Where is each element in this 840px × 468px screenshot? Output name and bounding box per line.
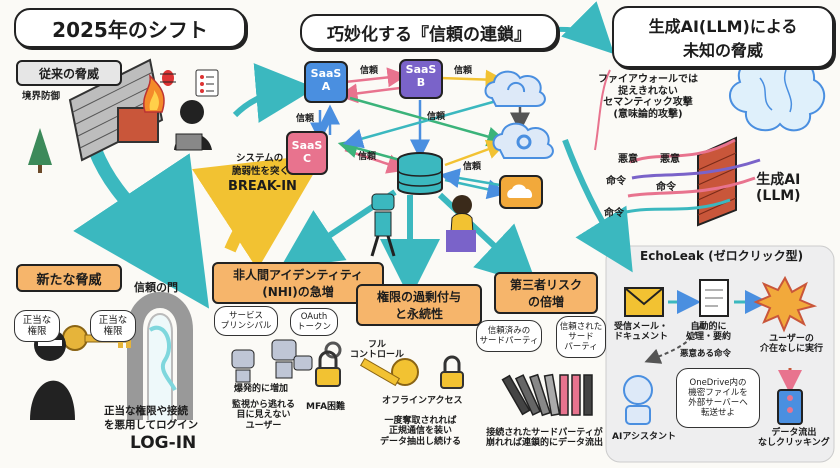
malicious-command-label: 悪意ある命令 xyxy=(680,349,732,359)
command-label-1: 命令 xyxy=(606,176,626,187)
nhi-title-line-1: 非人間アイデンティティ xyxy=(233,268,363,282)
hacker-laptop-icon xyxy=(174,100,212,151)
trust-label-4: 信頼 xyxy=(427,112,446,122)
trust-label-5: 信頼 xyxy=(358,152,377,162)
ai-assistant-label: AIアシスタント xyxy=(612,432,676,442)
domino-icon xyxy=(501,373,593,417)
echo-dashed-arrow xyxy=(644,325,701,364)
right-title-line-2: 未知の脅威 xyxy=(682,41,763,60)
saas-c-icon xyxy=(286,131,328,175)
log-in-label: LOG-IN xyxy=(130,433,197,453)
trust-label-6: 信頼 xyxy=(463,162,482,172)
gate-label: 信頼の門 xyxy=(134,281,178,294)
command-label-3: 命令 xyxy=(604,208,624,219)
document-icon xyxy=(699,279,729,317)
privilege-title-box: 権限の過剰付与 と永続性 xyxy=(356,284,482,326)
old-threat-badge: 従来の脅威 xyxy=(16,60,122,86)
woman-phone-icon xyxy=(446,195,476,252)
legit-auth-bubble-2: 正当な 権限 xyxy=(90,310,136,342)
invisible-user-label: 監視から逃れる 目に見えない ユーザー xyxy=(232,400,296,431)
envelope-icon xyxy=(624,287,664,317)
attack-line-1: システムの xyxy=(236,153,284,164)
mini-arrow xyxy=(594,69,611,151)
malicious-label-1: 悪意 xyxy=(618,154,638,165)
misuse-line-2: を悪用してログイン xyxy=(104,419,199,431)
tree-icon xyxy=(28,128,52,173)
server-icon xyxy=(777,389,803,425)
bug-icon xyxy=(160,70,176,86)
third-party-title-box: 第三者リスク の倍増 xyxy=(494,272,598,314)
legit-auth-bubble-1: 正当な 権限 xyxy=(14,310,60,342)
flow-arrow-to-echoleak xyxy=(562,138,633,273)
privilege-title-line-2: と永続性 xyxy=(394,307,443,321)
explosive-label: 爆発的に増加 xyxy=(234,384,289,394)
padlock-small-icon xyxy=(440,355,464,389)
cloud-gear-icon xyxy=(492,122,554,159)
flow-arrow-to-center xyxy=(232,63,316,123)
gear-icon xyxy=(324,341,342,359)
right-title: 生成AI(LLM)による 未知の脅威 xyxy=(612,6,834,68)
robot-figure-icon xyxy=(370,193,396,257)
trust-label-2: 信頼 xyxy=(454,66,473,76)
service-principal-bubble: サービス プリンシパル xyxy=(214,306,278,336)
malicious-arrows xyxy=(625,138,761,214)
fire-icon xyxy=(143,73,165,113)
oauth-token-bubble: OAuth トークン xyxy=(290,308,338,336)
left-title: 2025年のシフト xyxy=(14,8,246,48)
trusted-party-bubble: 信頼済みの サードパーティ xyxy=(476,320,542,352)
privilege-title-line-1: 権限の過剰付与 xyxy=(376,290,461,304)
flow-arrow-yellow xyxy=(191,153,326,270)
perimeter-label: 境界防御 xyxy=(22,91,61,102)
no-user-label: ユーザーの 介在なしに実行 xyxy=(760,334,824,355)
robot-icon xyxy=(231,339,313,383)
trusted-party-bubble-2: 信頼された サード パーティ xyxy=(556,316,606,358)
brain-icon xyxy=(729,56,825,132)
firewall-wall-icon xyxy=(697,136,737,227)
full-control-label: フル コントロール xyxy=(350,340,405,361)
cloud-orange-icon xyxy=(499,175,543,209)
third-party-title-line-2: の倍増 xyxy=(527,295,564,309)
mfa-label: MFA困難 xyxy=(306,402,346,412)
database-icon xyxy=(397,152,443,195)
right-title-line-1: 生成AI(LLM)による xyxy=(648,17,798,36)
auto-process-label: 自動的に 処理・要約 xyxy=(686,322,732,343)
saas-a-label: SaaS A xyxy=(310,67,342,93)
domino-note-label: 接続されたサードパーティが 崩れれば連鎖的にデータ流出 xyxy=(486,428,604,449)
data-leak-label: データ流出 なしクリッキング xyxy=(758,428,830,449)
saas-a-icon xyxy=(304,61,348,103)
cloud-sync-icon xyxy=(484,70,546,107)
email-doc-label: 受信メール・ ドキュメント xyxy=(614,322,669,343)
nhi-title-line-2: (NHI)の急増 xyxy=(262,285,334,299)
onedrive-bubble: OneDrive内の 機密ファイルを 外部サーバーへ 転送せよ xyxy=(676,368,760,428)
brick-wall-icon xyxy=(68,58,164,162)
trust-label-3: 信頼 xyxy=(296,114,315,124)
third-party-title-line-1: 第三者リスク xyxy=(509,278,582,292)
semantic-attack-label: ファイアウォールでは 捉えきれない セマンティック攻撃 (意味論的攻撃) xyxy=(598,74,698,120)
offline-access-label: オフラインアクセス xyxy=(382,396,463,406)
padlock-icon xyxy=(315,350,341,387)
ai-assistant-icon xyxy=(623,375,653,425)
misuse-line-1: 正当な権限や接続 xyxy=(104,405,188,417)
flow-arrow-old-to-new xyxy=(73,147,210,309)
malicious-label-2: 悪意 xyxy=(660,154,680,165)
saas-b-label: SaaS B xyxy=(405,63,437,89)
saas-b-icon xyxy=(399,59,443,99)
echoleak-title: EchoLeak (ゼロクリック型) xyxy=(640,249,804,263)
nhi-title-box: 非人間アイデンティティ (NHI)の急増 xyxy=(212,262,384,304)
attack-line-2: 脆弱性を突く xyxy=(232,166,290,177)
command-label-2: 命令 xyxy=(656,182,676,193)
alert-list-icon xyxy=(195,69,219,97)
trust-gate-icon xyxy=(127,292,193,420)
genai-label: 生成AI (LLM) xyxy=(756,172,801,205)
break-in-label: BREAK-IN xyxy=(228,179,297,194)
new-threat-badge: 新たな脅威 xyxy=(16,264,122,292)
center-title: 巧妙化する『信頼の連鎖』 xyxy=(300,14,558,50)
once-stolen-label: 一度奪取されれば 正規通信を装い データ抽出し続ける xyxy=(380,416,462,447)
explosion-icon xyxy=(753,275,818,333)
master-key-icon xyxy=(359,357,419,387)
saas-c-label: SaaS C xyxy=(291,139,323,165)
trust-label-1: 信頼 xyxy=(360,66,379,76)
